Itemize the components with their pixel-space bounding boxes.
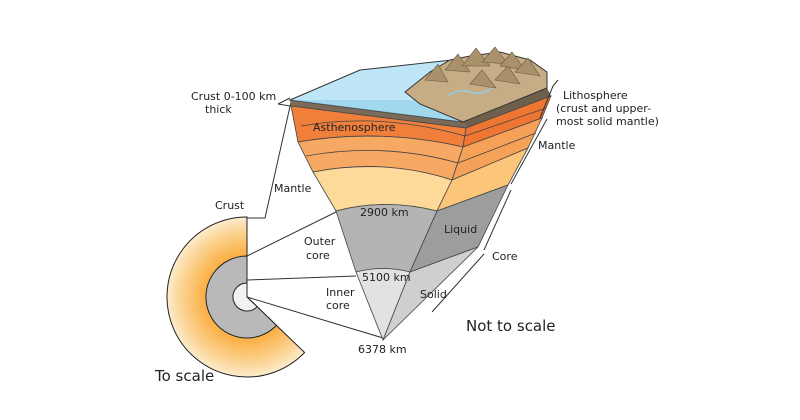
- mantle-left-label: Mantle: [274, 182, 312, 195]
- not-to-scale-label: Not to scale: [466, 317, 556, 335]
- lithosphere-label-line1: Lithosphere: [563, 89, 628, 102]
- outer-core-label-line1: Outer: [304, 235, 336, 248]
- mantle-right-label: Mantle: [538, 139, 576, 152]
- outer-core-label-line2: core: [306, 249, 330, 262]
- solid-label: Solid: [420, 288, 447, 301]
- core-right-label: Core: [492, 250, 518, 263]
- ocean-water-front: [290, 100, 463, 122]
- crust-front-layer: [290, 100, 466, 128]
- to-scale-inner-core: [232, 282, 258, 312]
- inner-core-label-line1: Inner: [326, 286, 355, 299]
- lithosphere-label-line2: (crust and upper-: [556, 102, 651, 115]
- asthenosphere-label: Asthenosphere: [313, 121, 396, 134]
- to-scale-earth-section: [166, 216, 306, 378]
- crust-side-layer: [463, 88, 551, 128]
- to-scale-label: To scale: [154, 367, 214, 385]
- connector-lines: [246, 101, 384, 339]
- earth-wedge: [288, 46, 552, 342]
- inner-core-side-face: [382, 246, 479, 341]
- lithosphere-label-line3: most solid mantle): [556, 115, 659, 128]
- depth-6378-label: 6378 km: [358, 343, 407, 356]
- crust-left-label: Crust: [215, 199, 245, 212]
- liquid-label: Liquid: [444, 223, 477, 236]
- inner-core-label-line2: core: [326, 299, 350, 312]
- crust-thickness-label-line2: thick: [205, 103, 232, 116]
- right-brackets: [277, 79, 559, 313]
- crust-thickness-label-line1: Crust 0-100 km: [191, 90, 276, 103]
- mountain-peaks: [424, 46, 541, 89]
- depth-5100-label: 5100 km: [362, 271, 411, 284]
- depth-2900-label: 2900 km: [360, 206, 409, 219]
- river: [447, 87, 493, 97]
